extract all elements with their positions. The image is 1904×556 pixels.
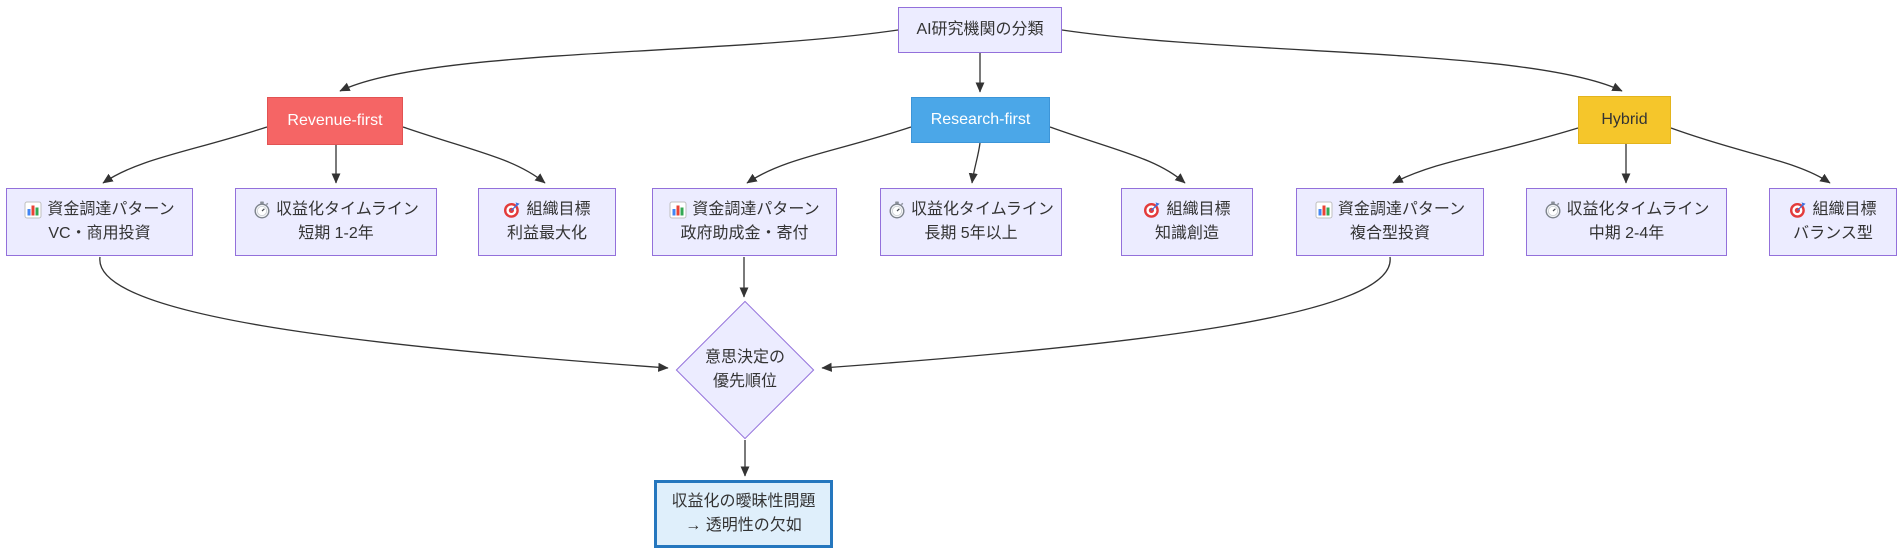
stopwatch-icon [1544, 201, 1562, 219]
node-value: VC・商用投資 [48, 225, 151, 242]
bar-chart-icon [1315, 201, 1333, 219]
decision-diamond: 意思決定の 優先順位 [675, 300, 815, 440]
edge-research-funding [746, 126, 912, 184]
edge-root-revenue [339, 29, 899, 92]
edge-root-hybrid [1061, 29, 1623, 92]
outcome-line2: → 透明性の欠如 [685, 517, 802, 534]
node-hybrid: Hybrid [1578, 96, 1671, 144]
node-value: 複合型投資 [1349, 225, 1430, 242]
bar-chart-icon [669, 201, 687, 219]
node-revenue-first: Revenue-first [267, 97, 403, 145]
edge-research-goal [1049, 126, 1186, 184]
node-root-label: AI研究機関の分類 [916, 21, 1044, 38]
decision-line1: 意思決定の [704, 349, 785, 366]
node-funding-revenue: 資金調達パターン VC・商用投資 [6, 188, 193, 256]
node-value: 政府助成金・寄付 [680, 225, 809, 242]
outcome-line1: 収益化の曖昧性問題 [671, 493, 816, 510]
edge-funding1-decision [99, 256, 669, 372]
target-icon [1789, 201, 1807, 219]
node-goal-research: 組織目標 知識創造 [1121, 188, 1253, 256]
node-title: 組織目標 [1166, 201, 1231, 218]
decision-label: 意思決定の 優先順位 [697, 322, 793, 418]
edge-research-timeline [968, 142, 981, 184]
node-title: 組織目標 [1812, 201, 1877, 218]
node-value: 中期 2-4年 [1588, 225, 1665, 242]
node-research-first-label: Research-first [930, 111, 1031, 128]
node-title: 資金調達パターン [1337, 201, 1466, 218]
node-value: 短期 1-2年 [298, 225, 374, 242]
node-title: 資金調達パターン [692, 201, 820, 218]
stopwatch-icon [888, 201, 906, 219]
target-icon [1143, 201, 1161, 219]
edge-revenue-goal [402, 126, 546, 184]
edge-hybrid-goal [1670, 127, 1831, 184]
node-value: バランス型 [1793, 225, 1873, 242]
decision-line2: 優先順位 [712, 373, 777, 390]
node-title: 収益化タイムライン [276, 201, 419, 218]
node-title: 組織目標 [526, 201, 591, 218]
node-research-first: Research-first [911, 97, 1050, 143]
node-root: AI研究機関の分類 [898, 7, 1062, 53]
node-hybrid-label: Hybrid [1601, 111, 1648, 128]
node-revenue-first-label: Revenue-first [287, 112, 383, 129]
target-icon [503, 201, 521, 219]
node-value: 知識創造 [1154, 225, 1219, 242]
edge-revenue-funding [102, 126, 268, 184]
node-funding-research: 資金調達パターン 政府助成金・寄付 [652, 188, 837, 256]
node-timeline-hybrid: 収益化タイムライン 中期 2-4年 [1526, 188, 1727, 256]
node-outcome: 収益化の曖昧性問題 → 透明性の欠如 [654, 480, 833, 548]
node-title: 資金調達パターン [47, 201, 175, 218]
node-title: 収益化タイムライン [911, 201, 1054, 218]
node-timeline-research: 収益化タイムライン 長期 5年以上 [880, 188, 1062, 256]
node-value: 長期 5年以上 [924, 225, 1018, 242]
node-goal-revenue: 組織目標 利益最大化 [478, 188, 616, 256]
node-funding-hybrid: 資金調達パターン 複合型投資 [1296, 188, 1484, 256]
stopwatch-icon [253, 201, 271, 219]
node-value: 利益最大化 [506, 225, 587, 242]
node-title: 収益化タイムライン [1566, 201, 1710, 218]
node-goal-hybrid: 組織目標 バランス型 [1769, 188, 1897, 256]
bar-chart-icon [24, 201, 42, 219]
node-timeline-revenue: 収益化タイムライン 短期 1-2年 [235, 188, 437, 256]
edge-hybrid-funding [1392, 127, 1579, 184]
edge-funding3-decision [821, 256, 1391, 372]
